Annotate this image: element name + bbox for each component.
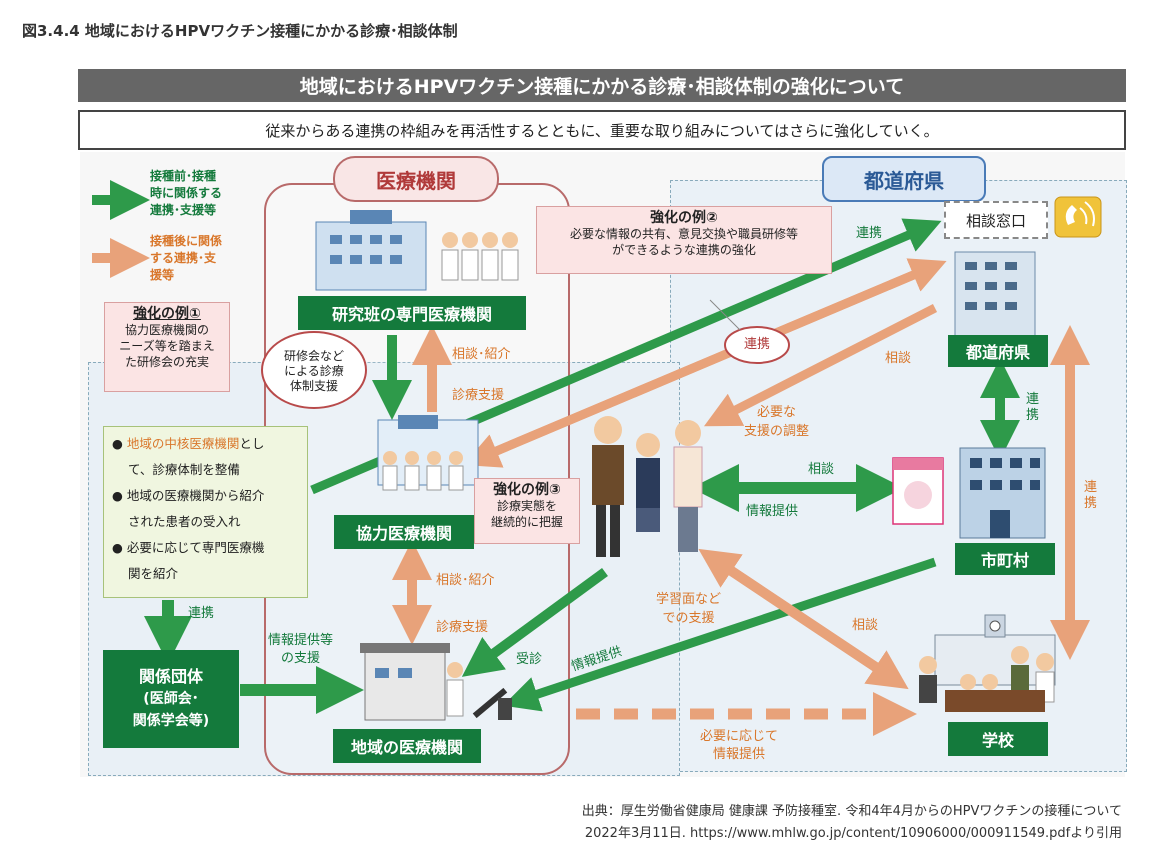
source-citation: 出典：厚生労働省健康局 健康課 予防接種室. 令和4年4月からのHPVワクチンの…	[581, 804, 1122, 841]
label-jushin: 受診	[516, 652, 543, 667]
arrow-city-to-chiiki	[502, 557, 937, 712]
legend-orange-text: 接種後に関係する連携･支援等	[150, 234, 223, 282]
kyoryoku-role-panel: ● 地域の中核医療機関とし て、診療体制を整備 ● 地域の医療機関から紹介 され…	[103, 426, 308, 598]
medical-institution-label: 医療機関	[333, 156, 499, 202]
figure-title: 図3.4.4 地域におけるHPVワクチン接種にかかる診療･相談体制	[22, 22, 458, 40]
node-kankei-dantai: 関係団体(医師会･関係学会等)	[103, 650, 239, 748]
node-kyoryoku-institution: 協力医療機関	[334, 515, 474, 549]
arrow-kyoryoku-to-pref	[478, 258, 947, 463]
role-item-2: ● 地域の医療機関から紹介	[112, 488, 265, 503]
label-soudan-shokai-1: 相談･紹介	[452, 347, 511, 362]
sub-banner: 従来からある連携の枠組みを再活性するとともに、重要な取り組みについてはさらに強化…	[78, 110, 1126, 150]
phone-icon	[1054, 196, 1102, 238]
pamphlet-icon	[892, 457, 944, 525]
main-banner: 地域におけるHPVワクチン接種にかかる診療･相談体制の強化について	[78, 69, 1126, 102]
label-joho-teikyo: 情報提供	[746, 504, 799, 519]
research-hospital-icon	[315, 210, 427, 291]
label-renkei-left: 連携	[188, 606, 215, 621]
oval-kenshu-text: 研修会などによる診療体制支援	[283, 349, 344, 393]
label-shinryo-shien-1: 診療支援	[452, 388, 505, 403]
label-joho-teikyo-nado: 情報提供等の支援	[268, 633, 334, 666]
example-box-3: 強化の例③ 診療実態を継続的に把握	[474, 478, 580, 544]
example-box-1: 強化の例① 協力医療機関のニーズ等を踏まえた研修会の充実	[104, 302, 230, 392]
label-shinryo-shien-2: 診療支援	[436, 620, 489, 635]
label-soudan-city: 相談	[808, 462, 835, 477]
oval-kenshu	[261, 331, 367, 409]
oval-renkei-text: 連携	[743, 337, 770, 352]
kyoryoku-hospital-icon	[377, 415, 479, 491]
doctors-group-icon-1	[441, 232, 519, 281]
arrow-family-to-chiiki	[461, 567, 608, 677]
school-icon	[919, 614, 1056, 712]
city-building-icon	[959, 447, 1046, 539]
label-hitsuyo-shien: 必要な支援の調整	[744, 405, 810, 439]
arrow-school-to-family	[698, 548, 895, 683]
node-chiiki-institution: 地域の医療機関	[333, 729, 481, 763]
node-school: 学校	[948, 722, 1048, 756]
prefecture-label: 都道府県	[822, 156, 986, 202]
label-hitsuyo-joho: 必要に応じて情報提供	[700, 729, 779, 762]
label-soudan-shokai-2: 相談･紹介	[436, 573, 495, 588]
node-soudan-window: 相談窓口	[944, 201, 1048, 239]
label-gakushu: 学習面などでの支援	[656, 592, 722, 626]
node-prefecture: 都道府県	[948, 335, 1048, 367]
label-soudan-school: 相談	[852, 618, 879, 633]
arrow-pref-to-family	[703, 303, 938, 427]
node-municipality: 市町村	[955, 543, 1055, 575]
node-research-institution: 研究班の専門医療機関	[298, 296, 526, 330]
label-renkei-far: 連携	[1084, 480, 1098, 511]
example-box-2: 強化の例② 必要な情報の共有、意見交換や職員研修等ができるような連携の強化	[536, 206, 832, 274]
role-item-3: ● 必要に応じて専門医療機	[112, 540, 265, 555]
label-renkei-right: 連携	[1026, 392, 1040, 423]
oval-renkei	[724, 326, 790, 364]
family-icon	[592, 416, 703, 557]
legend-green-text: 接種前･接種時に関係する連携･支援等	[150, 169, 223, 217]
label-soudan-pref: 相談	[885, 351, 912, 366]
role-item-1: ● 地域の中核医療機関とし	[112, 436, 265, 451]
label-renkei-top: 連携	[856, 226, 883, 241]
pref-building-icon	[954, 251, 1036, 341]
chiiki-clinic-icon	[360, 643, 512, 721]
